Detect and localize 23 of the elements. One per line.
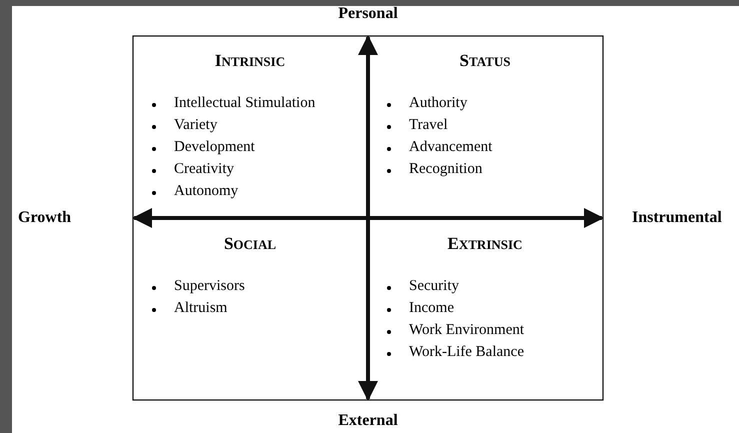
bullet-item: Income — [409, 300, 454, 317]
bullet-item: Intellectual Stimulation — [174, 95, 316, 112]
bullet-item: Work Environment — [409, 322, 524, 339]
bullet-item: Travel — [409, 117, 448, 134]
bullet-item: Development — [174, 139, 255, 156]
axis-label: External — [338, 412, 398, 430]
bullet-item: Supervisors — [174, 278, 245, 295]
axis-label: Instrumental — [632, 209, 722, 227]
bullet-item: Work-Life Balance — [409, 344, 524, 361]
bullet-item: Advancement — [409, 139, 492, 156]
quadrant-heading: STATUS — [460, 51, 510, 71]
axis-label: Personal — [338, 5, 398, 23]
bullet-item: Recognition — [409, 161, 482, 178]
bullet-item: Creativity — [174, 161, 234, 178]
bullet-item: Variety — [174, 117, 218, 134]
bullet-item: Autonomy — [174, 183, 238, 200]
bullet-item: Authority — [409, 95, 468, 112]
axis-label: Growth — [18, 209, 72, 227]
quadrant-heading: EXTRINSIC — [448, 234, 522, 254]
quadrant-heading: SOCIAL — [224, 234, 276, 254]
bullet-item: Security — [409, 278, 459, 295]
quadrant-heading: INTRINSIC — [214, 51, 286, 71]
bullet-item: Altruism — [174, 300, 228, 317]
